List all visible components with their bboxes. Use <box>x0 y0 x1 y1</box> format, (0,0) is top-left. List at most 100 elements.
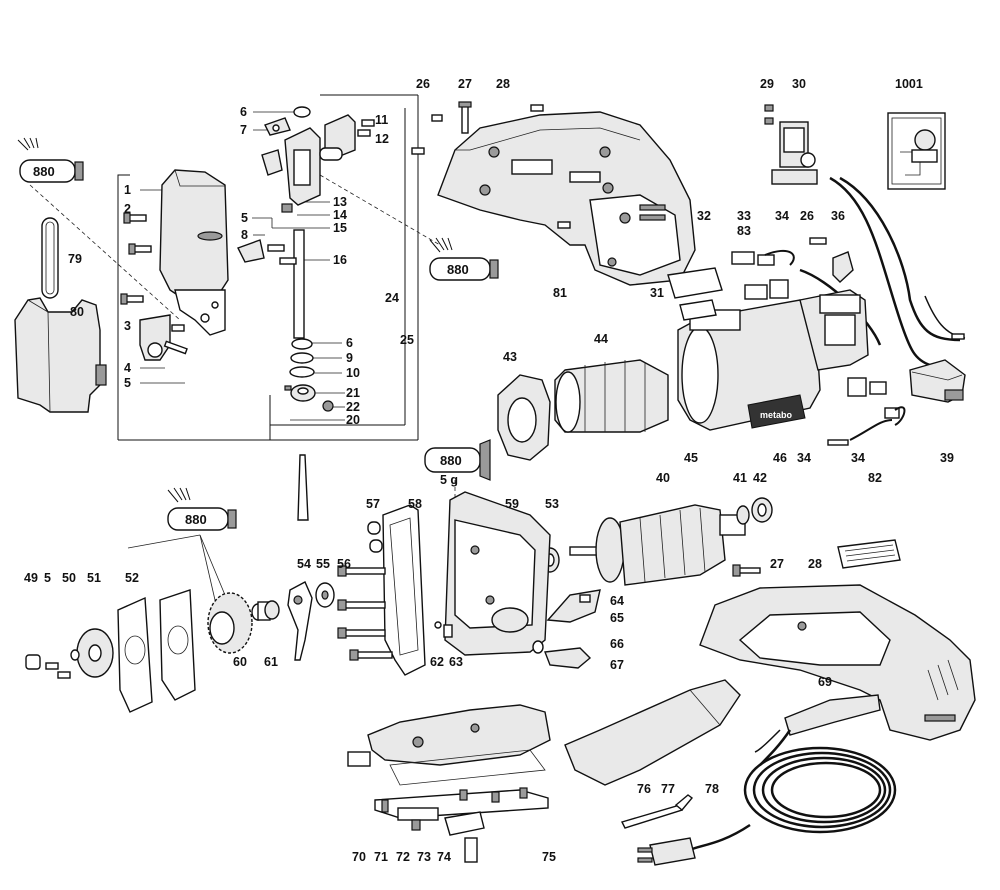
callout-5g: 5 g <box>440 473 458 487</box>
callout-32: 32 <box>697 209 711 223</box>
callout-57: 57 <box>366 497 380 511</box>
callout-6-lower: 6 <box>346 336 353 350</box>
cables <box>799 176 966 367</box>
callout-12: 12 <box>375 132 389 146</box>
callout-81: 81 <box>553 286 567 300</box>
callout-65: 65 <box>610 611 624 625</box>
part-75-base <box>367 704 551 819</box>
callout-41: 41 <box>733 471 747 485</box>
callout-22: 22 <box>346 400 360 414</box>
callout-34: 34 <box>775 209 789 223</box>
part-79-clip <box>41 217 59 299</box>
callout-34-right: 34 <box>851 451 865 465</box>
part-1001-inset <box>887 112 946 190</box>
callout-74: 74 <box>437 850 451 864</box>
callout-2: 2 <box>124 202 131 216</box>
callout-7: 7 <box>240 123 247 137</box>
callout-64: 64 <box>610 594 624 608</box>
callout-33: 33 <box>737 209 751 223</box>
callout-66: 66 <box>610 637 624 651</box>
callout-29: 29 <box>760 77 774 91</box>
callout-67: 67 <box>610 658 624 672</box>
part-59-gear-housing <box>444 491 551 656</box>
grease-tube-4 <box>167 487 237 531</box>
part-82-label <box>837 539 901 569</box>
tube-label-1: 880 <box>33 164 55 179</box>
parts-49-50 <box>25 649 80 679</box>
callout-42: 42 <box>753 471 767 485</box>
callout-labels: 6 7 11 12 1 2 13 14 15 5 8 16 3 4 5 6 9 … <box>24 77 954 864</box>
callout-3: 3 <box>124 319 131 333</box>
callout-16: 16 <box>333 253 347 267</box>
callout-6: 6 <box>240 105 247 119</box>
part-28-handle-housing <box>699 584 976 741</box>
callout-26-right: 26 <box>800 209 814 223</box>
callout-5-lower: 5 <box>124 376 131 390</box>
logo-text: metabo <box>760 410 793 420</box>
callout-78: 78 <box>705 782 719 796</box>
part-69-strain-relief <box>784 694 881 736</box>
callout-55: 55 <box>316 557 330 571</box>
callout-40: 40 <box>656 471 670 485</box>
part-31-32-insulators <box>667 267 723 321</box>
parts-57-cylinders <box>367 521 383 553</box>
part-28-housing-half <box>437 111 696 286</box>
callout-73: 73 <box>417 850 431 864</box>
callout-62: 62 <box>430 655 444 669</box>
grease-tube-2 <box>429 237 499 281</box>
callout-70: 70 <box>352 850 366 864</box>
part-46-logo-plate: metabo <box>747 394 806 429</box>
callout-51: 51 <box>87 571 101 585</box>
callout-5-left: 5 <box>44 571 51 585</box>
screws-26-27 <box>411 101 571 229</box>
callout-31: 31 <box>650 286 664 300</box>
part-55-washer <box>315 582 335 608</box>
callout-63: 63 <box>449 655 463 669</box>
part-3-bracket <box>139 314 188 361</box>
part-51-wheel <box>76 628 114 678</box>
callout-58: 58 <box>408 497 422 511</box>
parts-70-74 <box>347 751 528 863</box>
part-80-guard <box>14 297 107 413</box>
part-39-capacitor <box>909 359 966 403</box>
callout-15: 15 <box>333 221 347 235</box>
parts-56-screws <box>337 565 393 661</box>
brush-holders <box>731 237 906 446</box>
callout-60: 60 <box>233 655 247 669</box>
callout-59: 59 <box>505 497 519 511</box>
callout-1001: 1001 <box>895 77 923 91</box>
callout-4: 4 <box>124 361 131 375</box>
part-43-flange <box>497 374 551 461</box>
callout-79: 79 <box>68 252 82 266</box>
part-77-nozzle <box>564 679 741 786</box>
part-40-armature <box>569 497 773 586</box>
callout-49: 49 <box>24 571 38 585</box>
callout-1: 1 <box>124 183 131 197</box>
callout-52: 52 <box>125 571 139 585</box>
callout-44: 44 <box>594 332 608 346</box>
callout-72: 72 <box>396 850 410 864</box>
plunger-assembly <box>237 106 375 521</box>
callout-75: 75 <box>542 850 556 864</box>
callout-46: 46 <box>773 451 787 465</box>
part-76-hex-key <box>620 794 694 829</box>
callout-8: 8 <box>241 228 248 242</box>
callout-76: 76 <box>637 782 651 796</box>
part-52-plates <box>117 589 196 713</box>
callout-11: 11 <box>375 113 388 127</box>
callout-83: 83 <box>737 224 751 238</box>
grease-tube-1 <box>17 137 84 183</box>
callout-69: 69 <box>818 675 832 689</box>
screws-2 <box>120 212 152 305</box>
callout-45: 45 <box>684 451 698 465</box>
callout-24: 24 <box>385 291 399 305</box>
callout-39: 39 <box>940 451 954 465</box>
grease-tube-3 <box>424 439 491 481</box>
callout-14: 14 <box>333 208 347 222</box>
callout-80: 80 <box>70 305 84 319</box>
callout-20: 20 <box>346 413 360 427</box>
part-44-field <box>554 359 669 433</box>
callout-43: 43 <box>503 350 517 364</box>
callout-36: 36 <box>831 209 845 223</box>
